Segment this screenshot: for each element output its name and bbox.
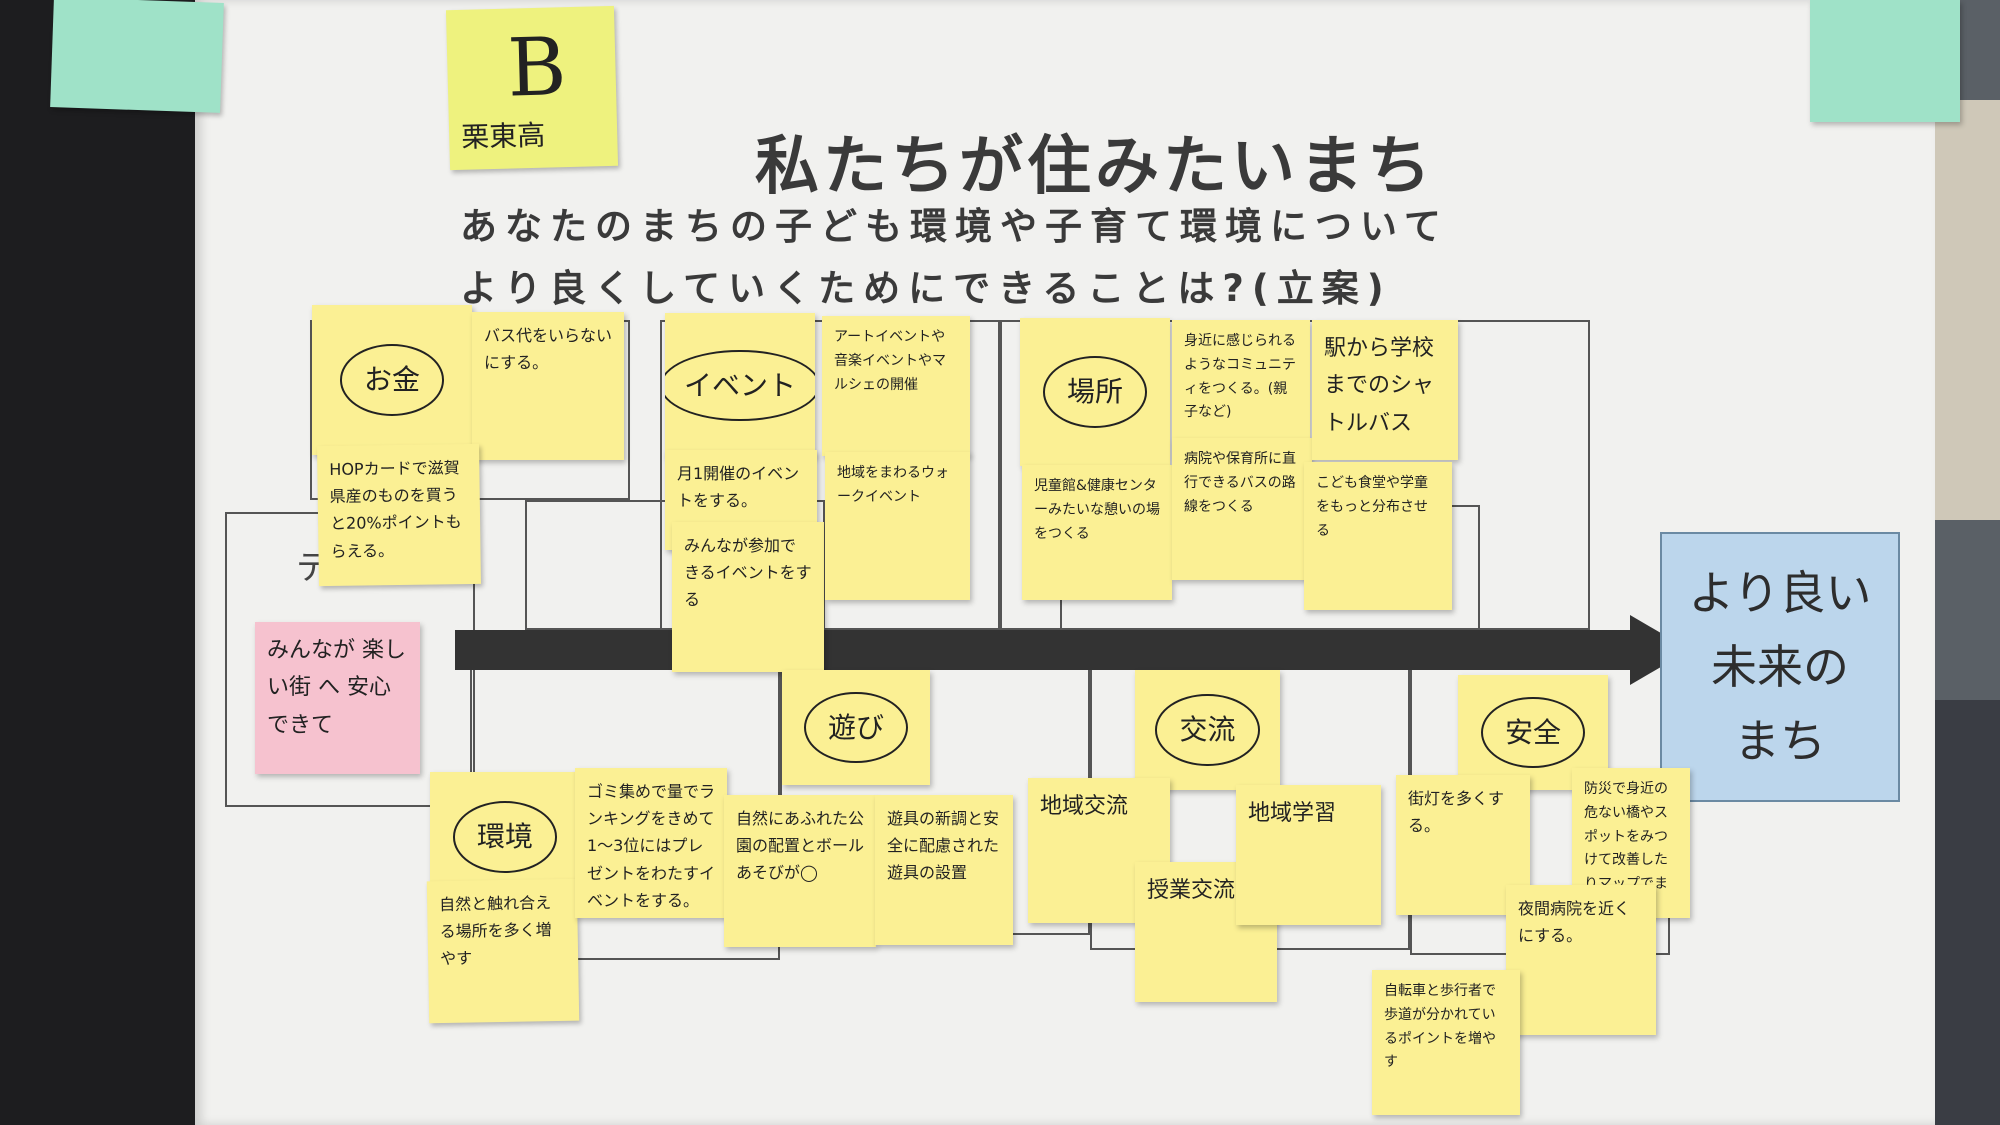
group-note: B 栗東高 bbox=[445, 5, 619, 171]
result-line: 未来の bbox=[1711, 640, 1849, 694]
cabinet-background bbox=[1935, 100, 2000, 520]
idea-note: こども食堂や学童をもっと分布させる bbox=[1304, 462, 1452, 610]
category-note-play: 遊び bbox=[782, 670, 930, 785]
category-header: 安全 bbox=[1480, 696, 1585, 769]
category-note-exchange: 交流 bbox=[1135, 670, 1280, 790]
category-note-event: イベント bbox=[665, 313, 815, 458]
category-note-money: お金 bbox=[312, 305, 472, 455]
category-note-place: 場所 bbox=[1020, 318, 1170, 466]
idea-note: 駅から学校までのシャトルバス bbox=[1312, 320, 1458, 460]
dark-wall-left bbox=[0, 0, 210, 1125]
idea-note: 自転車と歩行者で歩道が分かれているポイントを増やす bbox=[1372, 970, 1520, 1115]
mint-note-right bbox=[1810, 0, 1960, 122]
idea-note: 児童館&健康センターみたいな憩いの場をつくる bbox=[1022, 465, 1172, 600]
poster-subtitle-line1: あなたのまちの子ども環境や子育て環境について bbox=[460, 205, 1449, 248]
idea-note: みんなが参加できるイベントをする bbox=[672, 522, 824, 672]
group-school: 栗東高 bbox=[460, 118, 546, 154]
result-box: より良い 未来の まち bbox=[1660, 532, 1900, 802]
idea-note: 地域をまわるウォークイベント bbox=[825, 452, 970, 600]
idea-note: 夜間病院を近くにする。 bbox=[1506, 885, 1656, 1035]
idea-note: 遊具の新調と安全に配慮された遊具の設置 bbox=[875, 795, 1013, 945]
idea-note: 自然にあふれた公園の配置とボールあそびが◯ bbox=[724, 795, 876, 947]
idea-note: 自然と触れ合える場所を多く増やす bbox=[426, 878, 580, 1024]
idea-note: バス代をいらないにする。 bbox=[472, 312, 624, 460]
idea-note: 地域学習 bbox=[1236, 785, 1381, 925]
idea-note: 病院や保育所に直行できるバスの路線をつくる bbox=[1172, 438, 1312, 580]
poster-title: 私たちが住みたいまち bbox=[755, 130, 1435, 204]
category-header: お金 bbox=[339, 344, 444, 416]
category-header: 交流 bbox=[1155, 694, 1260, 766]
result-line: まち bbox=[1734, 714, 1826, 768]
main-arrow-shaft bbox=[455, 630, 1640, 670]
idea-note: ゴミ集めで量でランキングをきめて1〜3位にはプレゼントをわたすイベントをする。 bbox=[575, 768, 727, 918]
poster-subtitle-line2: より良くしていくためにできることは?(立案) bbox=[460, 267, 1392, 310]
result-line: より良い bbox=[1688, 566, 1872, 620]
category-header: 場所 bbox=[1042, 356, 1147, 428]
mint-note-left bbox=[50, 0, 224, 113]
category-header: 遊び bbox=[803, 691, 908, 764]
category-header: イベント bbox=[665, 349, 815, 422]
theme-note: みんなが 楽しい街 へ 安心できて bbox=[255, 622, 420, 774]
category-header: 環境 bbox=[452, 801, 557, 873]
idea-note: HOPカードで滋賀県産のものを買うと20%ポイントもらえる。 bbox=[317, 443, 481, 587]
idea-note: 身近に感じられるようなコミュニティをつくる。(親子など) bbox=[1172, 320, 1310, 460]
chair-area bbox=[1930, 700, 2000, 1125]
idea-note: アートイベントや音楽イベントやマルシェの開催 bbox=[822, 316, 970, 456]
